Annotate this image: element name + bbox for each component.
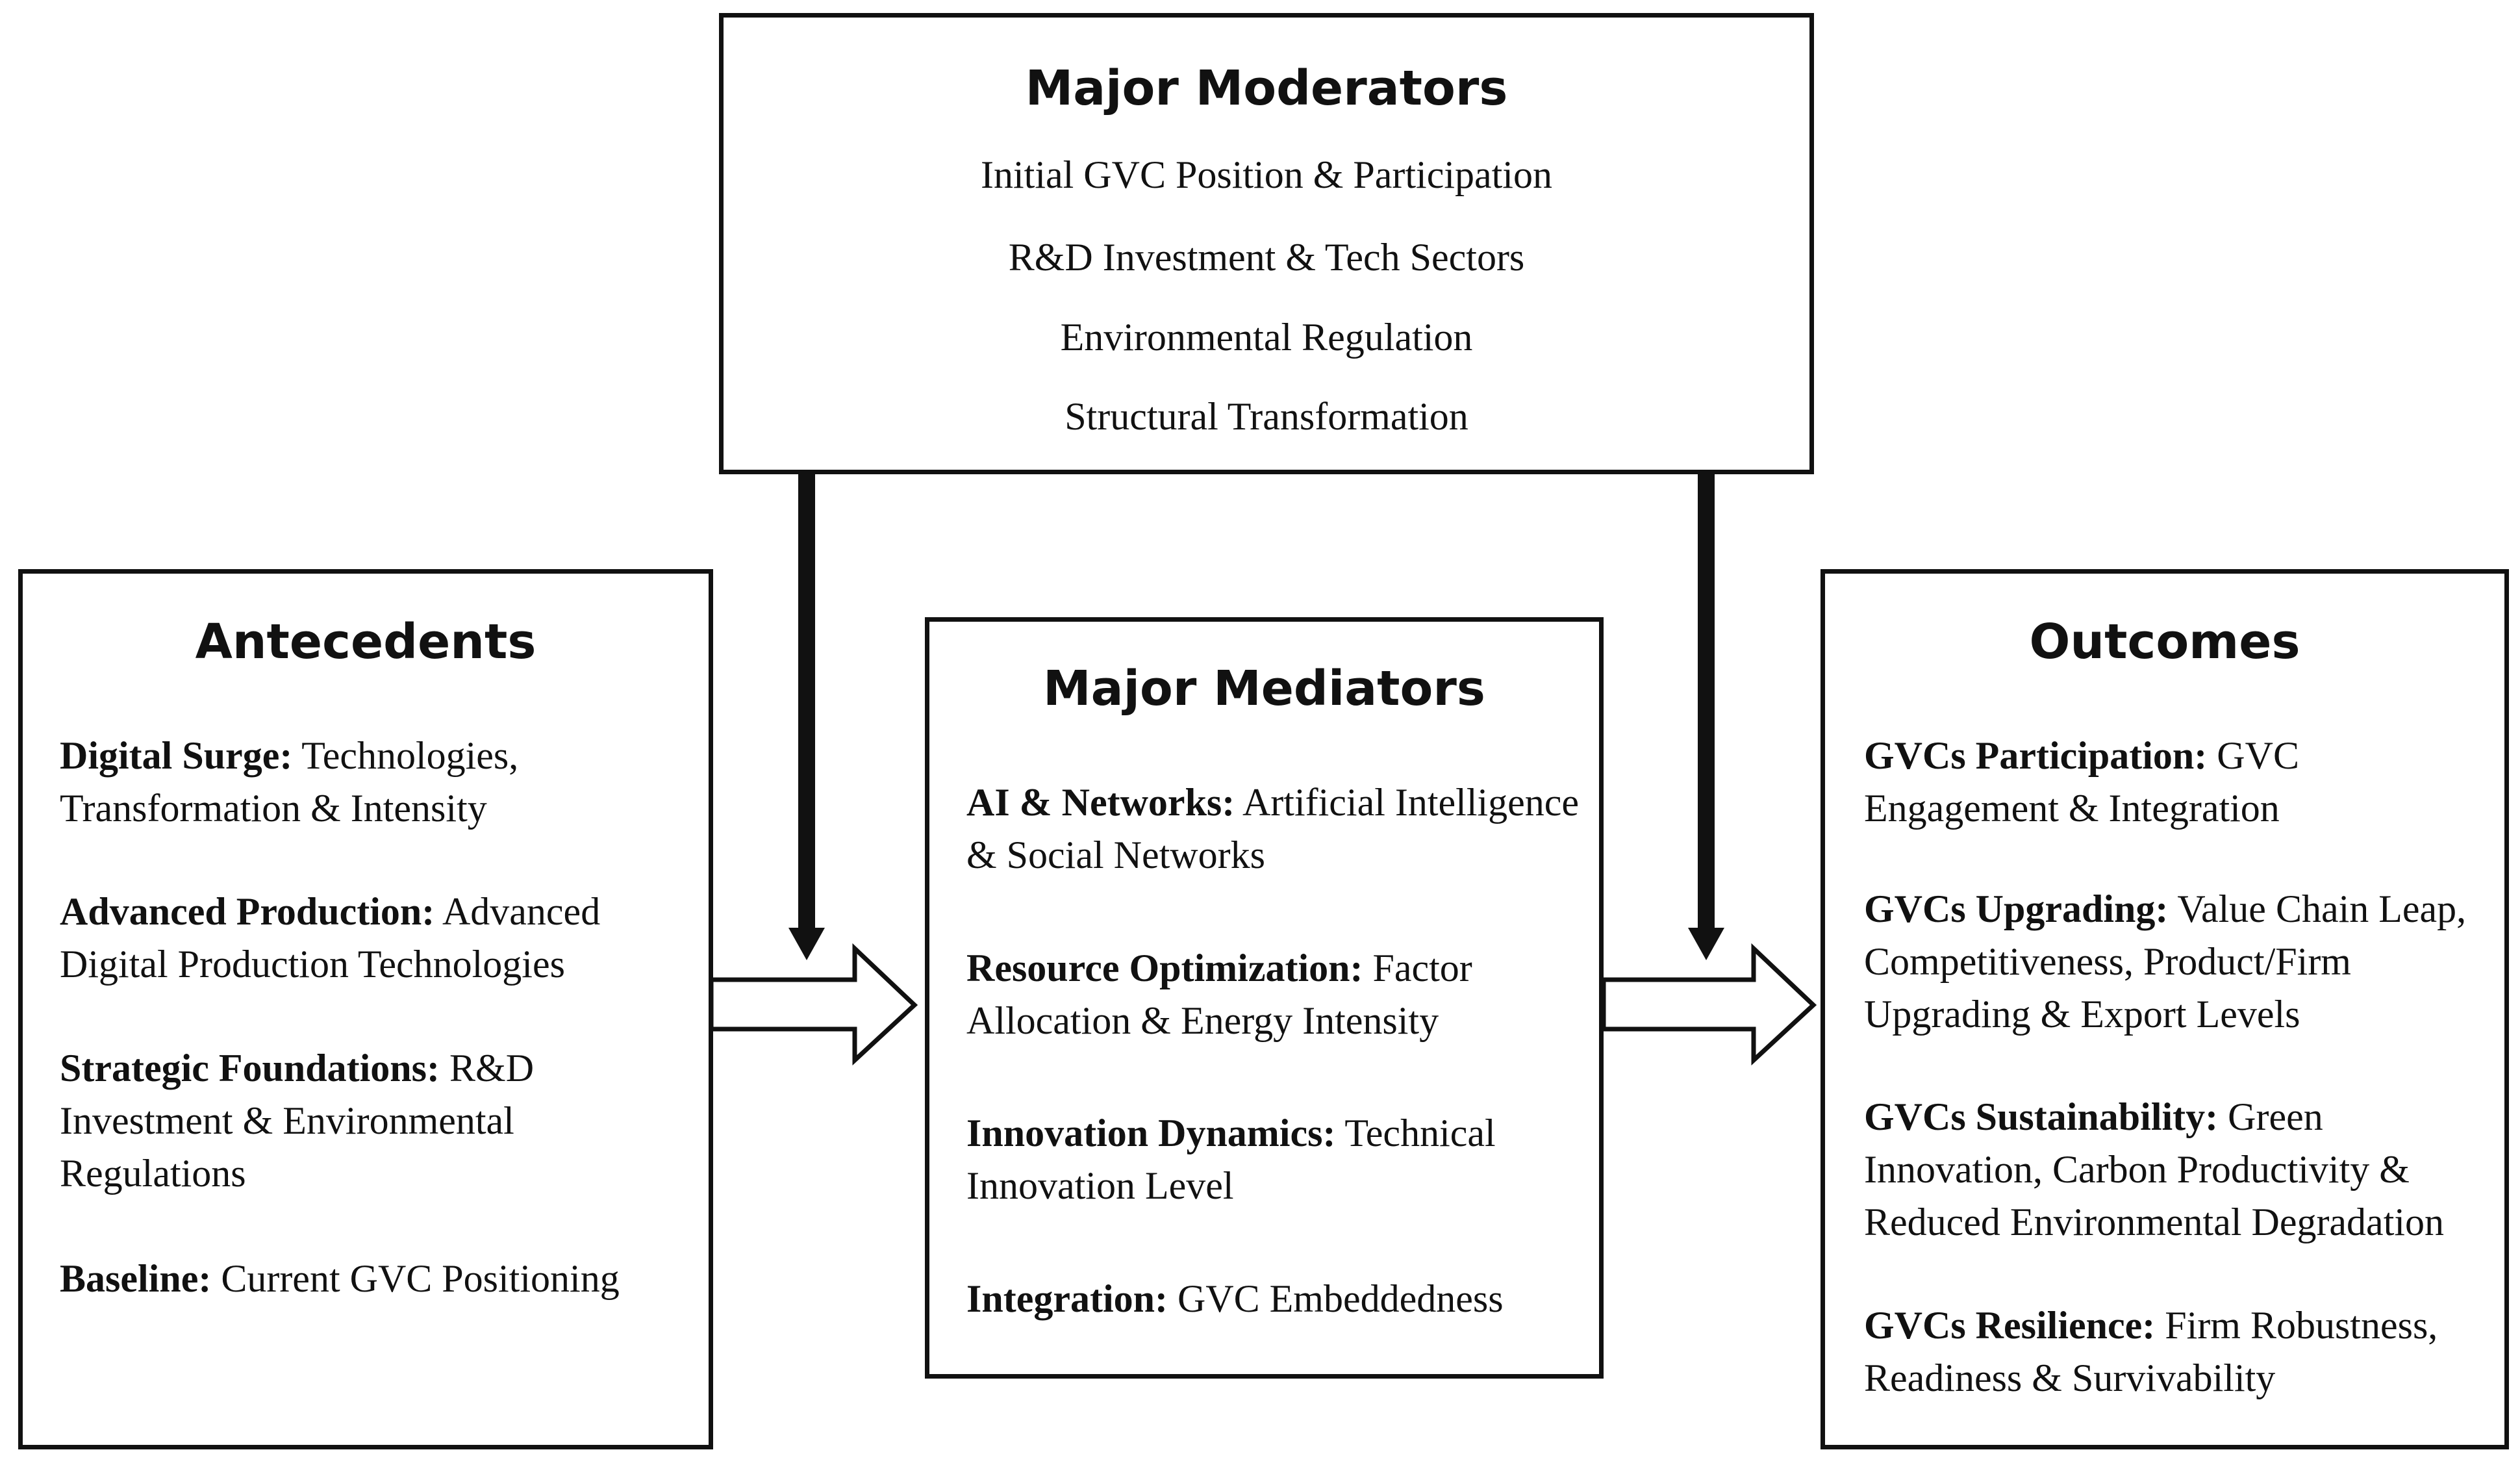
mediator-text: Technical Innovation Level [966,1112,1496,1207]
mediator-label: AI & Networks: [966,781,1235,824]
outcome-text: Value Chain Leap, Competitiveness, Produ… [1864,887,2467,1036]
outcome-text: Green Innovation, Carbon Productivity & … [1864,1095,2445,1243]
outcome-text: Firm Robustness, Readiness & Survivabili… [1864,1304,2438,1399]
mediators-box: Major Mediators AI & Networks: Artificia… [925,617,1604,1379]
outcomes-title: Outcomes [2029,614,2300,670]
outcome-item: GVCs Upgrading: Value Chain Leap, Compet… [1864,883,2488,1041]
outcome-label: GVCs Upgrading: [1864,887,2169,930]
moderator-item: R&D Investment & Tech Sectors [1008,236,1525,279]
antecedent-label: Digital Surge: [60,734,293,777]
mediator-label: Integration: [966,1277,1168,1320]
antecedent-item: Baseline: Current GVC Positioning [60,1253,696,1305]
outcome-item: GVCs Resilience: Firm Robustness, Readin… [1864,1299,2488,1405]
mediator-item: Innovation Dynamics: Technical Innovatio… [966,1107,1590,1212]
mediator-text: Artificial Intelligence & Social Network… [966,781,1580,876]
mediator-item: AI & Networks: Artificial Intelligence &… [966,776,1590,882]
block-arrow-antecedents-to-mediators [709,943,918,1065]
antecedent-label: Baseline: [60,1257,212,1300]
mediator-label: Resource Optimization: [966,947,1363,989]
moderator-arrow-right-head [1688,928,1724,960]
antecedent-text: Current GVC Positioning [221,1257,620,1300]
moderator-item: Structural Transformation [1065,395,1468,438]
antecedent-text: R&D Investment & Environmental Regulatio… [60,1047,535,1195]
outcome-label: GVCs Resilience: [1864,1304,2156,1347]
mediator-item: Integration: GVC Embeddedness [966,1273,1590,1325]
mediator-item: Resource Optimization: Factor Allocation… [966,942,1590,1047]
antecedents-box: Antecedents Digital Surge: Technologies,… [18,569,713,1449]
antecedent-label: Strategic Foundations: [60,1047,440,1089]
antecedent-item: Strategic Foundations: R&D Investment & … [60,1042,683,1200]
mediator-text: GVC Embeddedness [1177,1277,1504,1320]
outcome-item: GVCs Sustainability: Green Innovation, C… [1864,1091,2488,1249]
antecedent-item: Digital Surge: Technologies, Transformat… [60,730,683,835]
outcome-item: GVCs Participation: GVC Engagement & Int… [1864,730,2488,835]
mediator-text: Factor Allocation & Energy Intensity [966,947,1472,1042]
outcome-label: GVCs Participation: [1864,734,2208,777]
moderators-title: Major Moderators [1025,60,1508,116]
outcome-text: GVC Engagement & Integration [1864,734,2299,830]
moderator-item: Environmental Regulation [1060,316,1473,359]
antecedent-item: Advanced Production: Advanced Digital Pr… [60,885,683,991]
antecedent-label: Advanced Production: [60,890,435,933]
outcomes-box: Outcomes GVCs Participation: GVC Engagem… [1821,569,2509,1449]
moderator-item: Initial GVC Position & Participation [981,153,1552,196]
antecedents-title: Antecedents [195,614,536,670]
moderator-arrow-left-head [788,928,825,960]
antecedent-text: Advanced Digital Production Technologies [60,890,601,986]
block-arrow-mediators-to-outcomes [1601,943,1817,1065]
antecedent-text: Technologies, Transformation & Intensity [60,734,519,830]
moderators-box: Major Moderators Initial GVC Position & … [719,13,1814,474]
mediators-title: Major Mediators [1043,661,1485,717]
mediator-label: Innovation Dynamics: [966,1112,1336,1154]
outcome-label: GVCs Sustainability: [1864,1095,2219,1138]
